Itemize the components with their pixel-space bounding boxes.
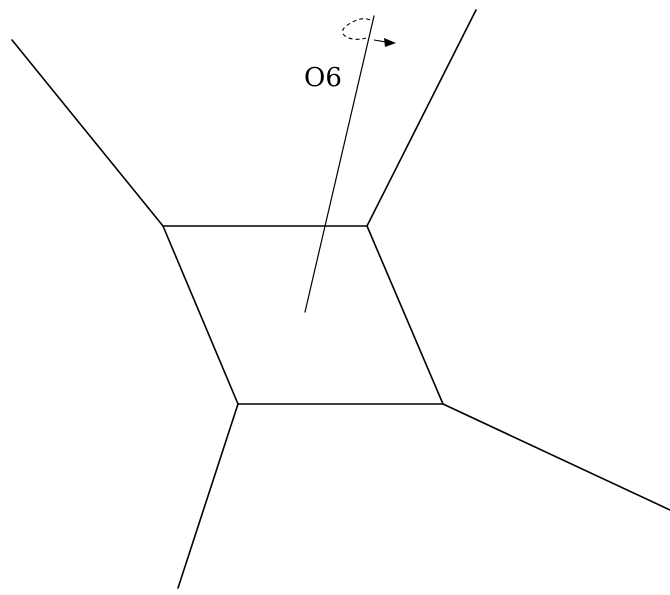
axis-label: O6 [304, 63, 342, 93]
leg-lower-left [177, 403, 239, 589]
rotation-arrow-head-icon [384, 38, 396, 47]
ring-edge-right [366, 225, 444, 405]
rotation-arrow-shaft [373, 39, 387, 43]
leg-lower-right [442, 403, 670, 511]
leg-upper-left [11, 39, 164, 227]
rotation-loop-dashed [342, 18, 371, 40]
ring-edge-left [162, 225, 239, 405]
rotation-axis [304, 15, 375, 313]
leg-upper-right [366, 9, 477, 227]
